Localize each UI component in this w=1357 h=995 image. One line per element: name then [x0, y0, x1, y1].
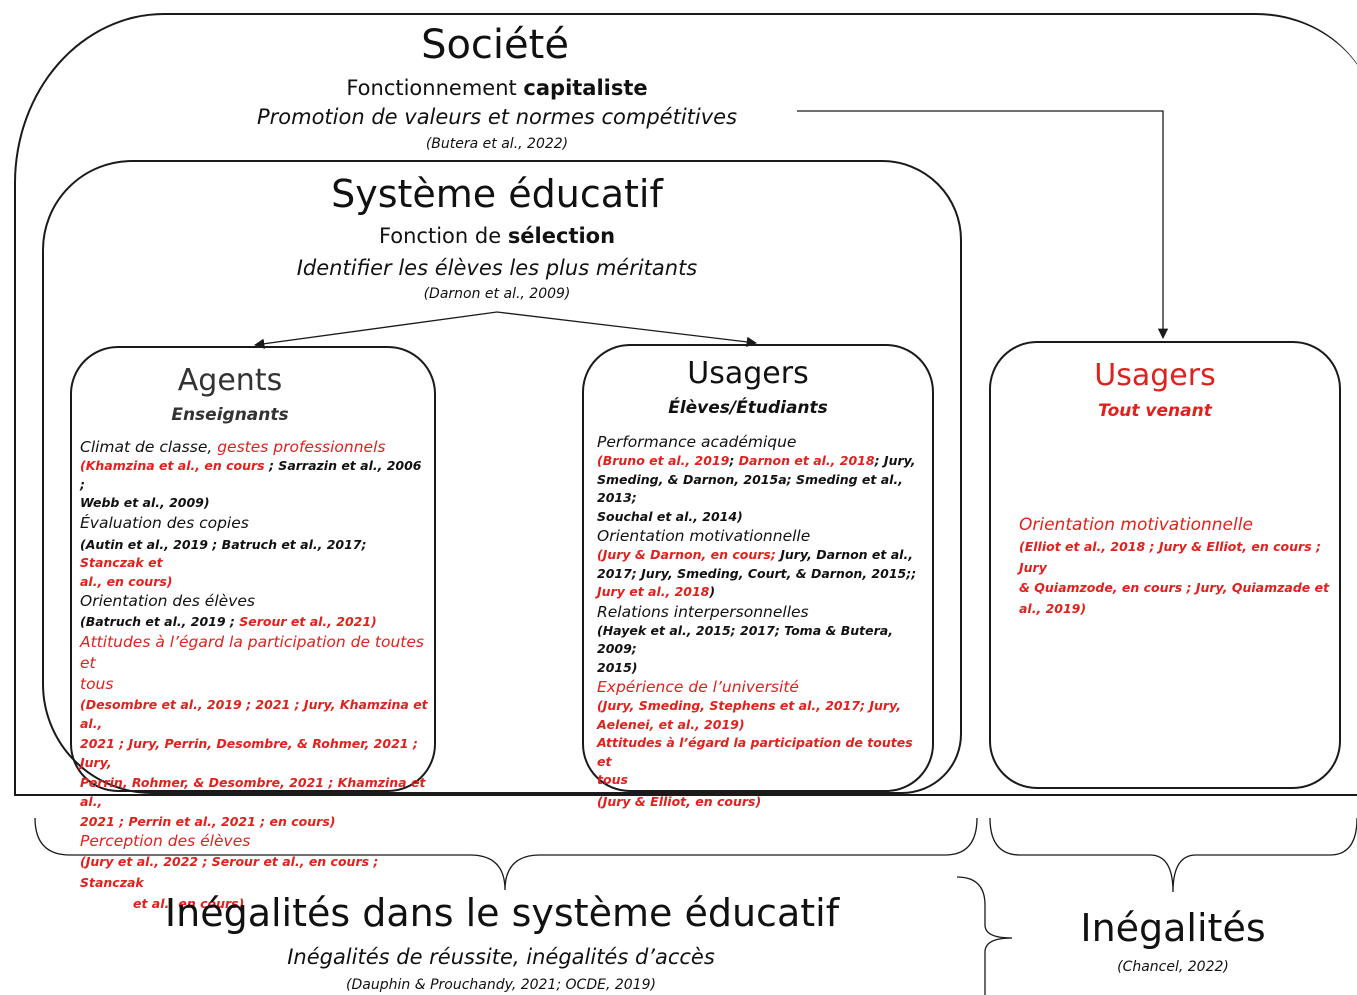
agents-orient-ref: (Batruch et al., 2019 ; Serour et al., 2…	[80, 614, 377, 629]
agents-perception: Perception des élèves	[80, 832, 251, 850]
usagers-tv-ref: (Elliot et al., 2018 ; Jury & Elliot, en…	[1019, 539, 1330, 616]
societe-subtitle: Fonctionnement capitaliste	[297, 74, 697, 102]
usagers-perf: Performance académique	[597, 433, 797, 451]
usagers-edu-box	[582, 344, 934, 792]
usagers-attitudes-ref: (Jury & Elliot, en cours)	[597, 793, 762, 809]
agents-orient: Orientation des élèves	[80, 592, 255, 610]
usagers-tv-items: Orientation motivationnelle (Elliot et a…	[1019, 513, 1337, 619]
societe-box	[14, 13, 1357, 796]
arrow-to-usagers-tv	[797, 110, 1169, 340]
systeme-ref: (Darnon et al., 2009)	[423, 286, 571, 302]
usagers-orient: Orientation motivationnelle	[597, 527, 811, 545]
bottom-right-ref: (Chancel, 2022)	[1117, 959, 1229, 975]
bottom-right-title: Inégalités	[1080, 906, 1266, 950]
usagers-edu-subtitle: Élèves/Étudiants	[668, 398, 828, 418]
agents-climat-ref: (Khamzina et al., en cours ; Sarrazin et…	[80, 458, 422, 510]
usagers-relations-ref: (Hayek et al., 2015; 2017; Toma & Butera…	[597, 622, 893, 675]
agents-perception-ref: (Jury et al., 2022 ; Serour et al., en c…	[80, 854, 379, 911]
systeme-tagline: Identifier les élèves les plus méritants	[296, 256, 698, 280]
systeme-box	[42, 160, 962, 794]
usagers-tv-box	[989, 341, 1341, 789]
agents-subtitle: Enseignants	[171, 405, 289, 425]
usagers-tv-subtitle: Tout venant	[1098, 401, 1212, 421]
agents-climat-red: gestes professionnels	[217, 438, 386, 456]
bottom-left-ref: (Dauphin & Prouchandy, 2021; OCDE, 2019)	[346, 977, 656, 993]
societe-subtitle-bold: capitaliste	[523, 76, 648, 100]
usagers-edu-items: Performance académique (Bruno et al., 20…	[597, 432, 927, 811]
bottom-left-subtitle: Inégalités de réussite, inégalités d’acc…	[287, 945, 715, 969]
systeme-subtitle-bold: sélection	[507, 224, 616, 248]
usagers-relations: Relations interpersonnelles	[597, 602, 809, 621]
agents-title: Agents	[177, 363, 283, 398]
agents-box	[70, 346, 436, 792]
societe-ref: (Butera et al., 2022)	[425, 136, 569, 152]
agents-attitudes: Attitudes à l’égard la participation de …	[80, 632, 424, 693]
usagers-edu-title: Usagers	[687, 356, 809, 391]
systeme-title: Système éducatif	[331, 172, 663, 216]
agents-climat: Climat de classe, gestes professionnels	[80, 438, 386, 456]
usagers-orient-ref: (Jury & Darnon, en cours; Jury, Darnon e…	[597, 547, 917, 599]
agents-eval-ref: (Autin et al., 2019 ; Batruch et al., 20…	[80, 536, 367, 589]
arrow-to-usagers	[496, 311, 758, 348]
agents-eval: Évaluation des copies	[80, 513, 249, 532]
brace-right	[989, 817, 1357, 893]
usagers-experience: Expérience de l’université	[597, 678, 799, 696]
brace-middle	[956, 876, 1013, 995]
societe-subtitle-pre: Fonctionnement	[346, 76, 524, 100]
usagers-perf-ref: (Bruno et al., 2019; Darnon et al., 2018…	[597, 453, 916, 524]
bottom-left-title: Inégalités dans le système éducatif	[164, 891, 840, 935]
societe-title: Société	[421, 22, 569, 68]
brace-left	[34, 817, 978, 891]
usagers-tv-item: Orientation motivationnelle	[1019, 515, 1253, 535]
societe-tagline: Promotion de valeurs et normes compétiti…	[256, 105, 738, 129]
systeme-subtitle: Fonction de sélection	[297, 222, 697, 250]
arrow-to-agents	[253, 311, 498, 349]
agents-items: Climat de classe, gestes professionnels …	[80, 437, 430, 914]
systeme-subtitle-pre: Fonction de	[378, 224, 508, 248]
agents-attitudes-ref: (Desombre et al., 2019 ; 2021 ; Jury, Kh…	[80, 696, 428, 829]
usagers-experience-ref: (Jury, Smeding, Stephens et al., 2017; J…	[597, 698, 902, 732]
usagers-tv-title: Usagers	[1094, 358, 1216, 393]
usagers-attitudes: Attitudes à l’égard la participation de …	[597, 735, 913, 787]
